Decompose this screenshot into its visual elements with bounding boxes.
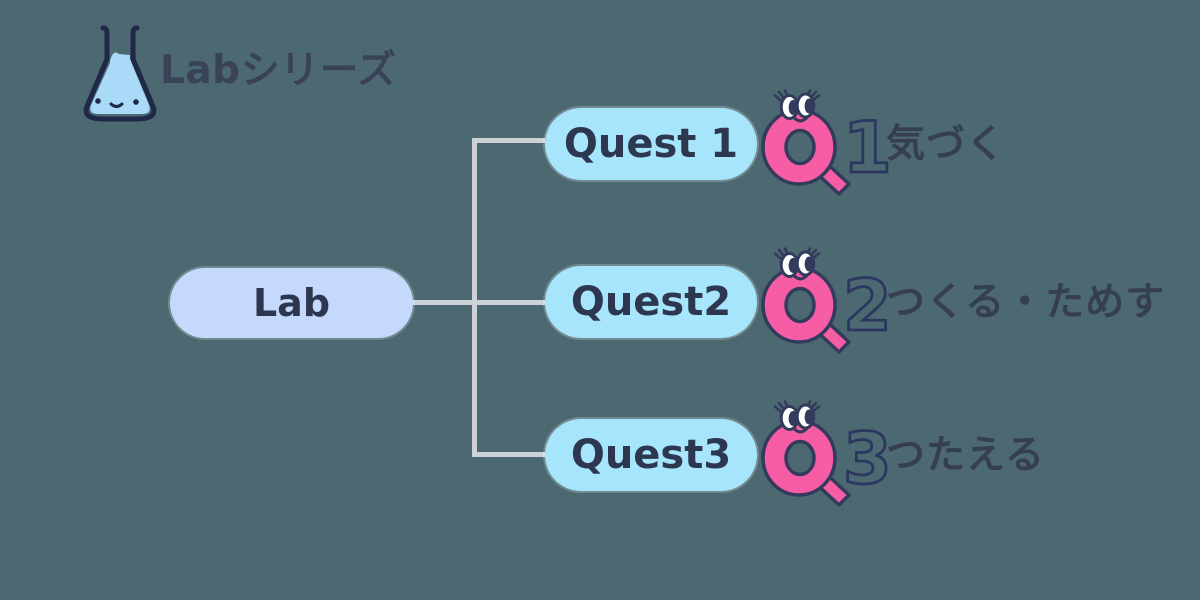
quest1-node-label: Quest 1 [563, 121, 739, 167]
quest1-row: Quest 1 1 気づく [0, 88, 1200, 196]
q3-mascot-icon: 3 [761, 399, 893, 507]
lab-node-label: Lab [252, 281, 331, 325]
quest2-row: Quest2 2 つくる・ためす [0, 246, 1200, 354]
quest3-row: Quest3 3 つたえる [0, 399, 1200, 507]
connector-root-line [411, 300, 545, 305]
quest2-caption: つくる・ためす [886, 280, 1166, 325]
lab-node: Lab [170, 268, 413, 338]
page-title: Labシリーズ [160, 48, 397, 93]
q2-number: 2 [843, 265, 892, 347]
q1-number: 1 [843, 107, 892, 189]
connector-trunk-line [472, 138, 477, 457]
connector-quest1-line [472, 138, 545, 143]
quest3-node-label: Quest3 [570, 432, 732, 478]
quest3-node: Quest3 [545, 419, 757, 491]
q2-mascot-icon: 2 [761, 246, 893, 354]
quest2-node: Quest2 [545, 266, 757, 338]
quest3-caption: つたえる [886, 433, 1045, 478]
quest2-node-label: Quest2 [570, 279, 732, 325]
q1-mascot-icon: 1 [761, 88, 893, 196]
quest1-node: Quest 1 [545, 108, 757, 180]
connector-quest3-line [472, 452, 545, 457]
q3-number: 3 [843, 418, 892, 500]
quest1-caption: 気づく [886, 122, 1007, 167]
